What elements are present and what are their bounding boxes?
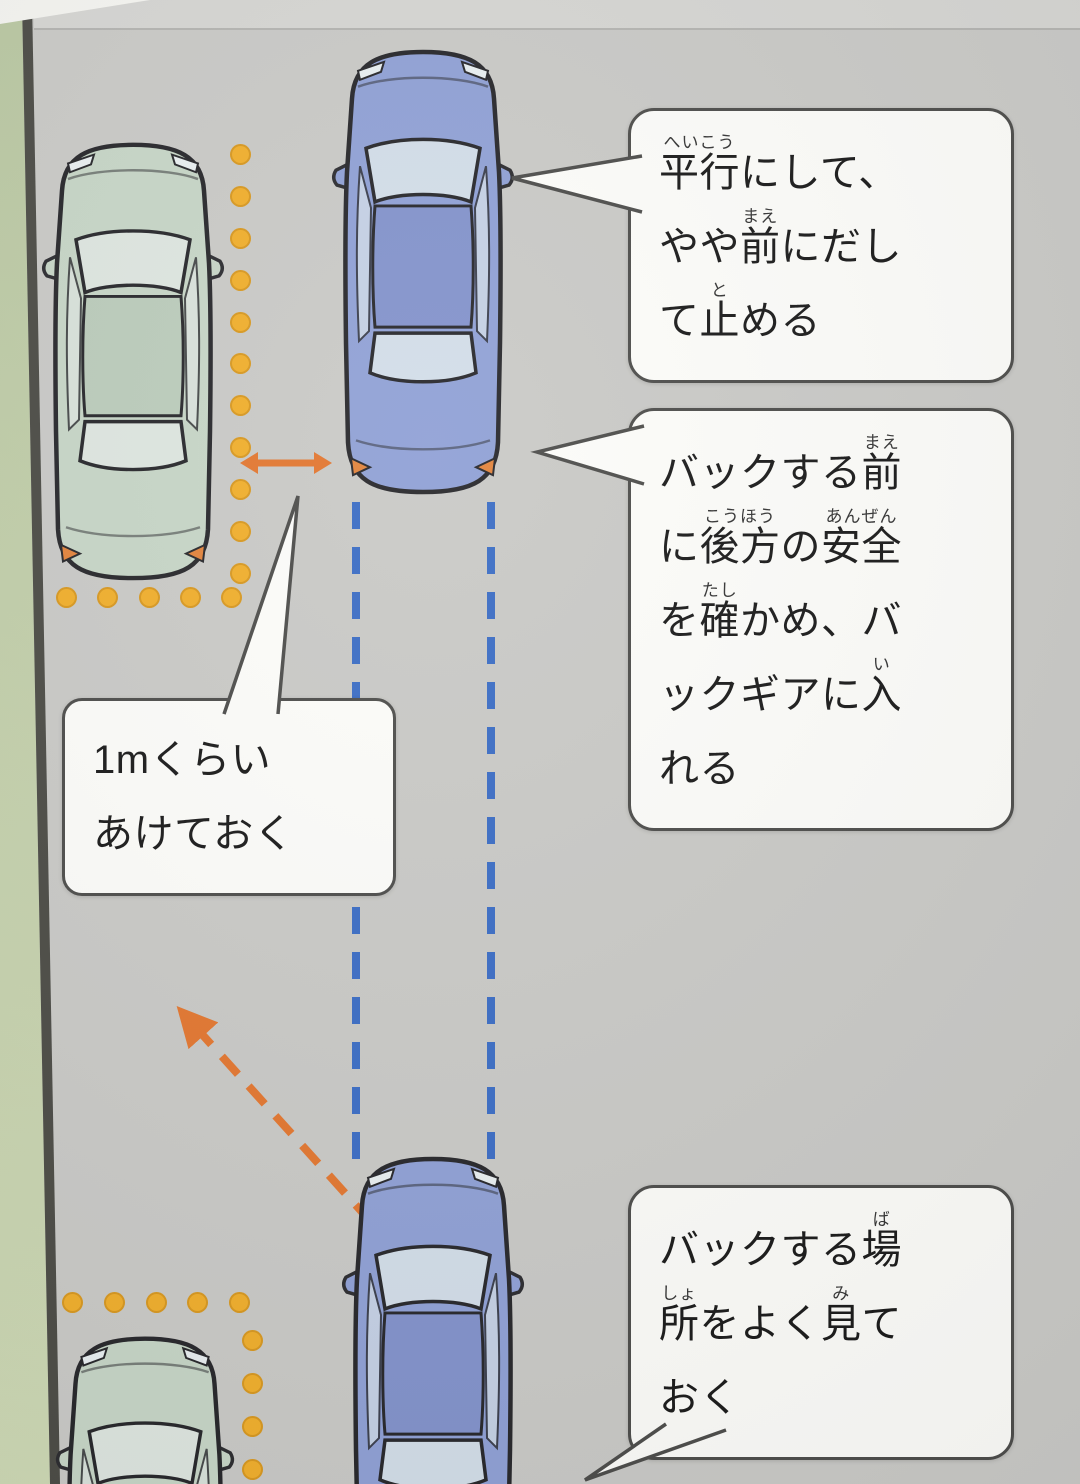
bubble-text: 1mくらいあけておく	[93, 738, 295, 856]
parked-car-green-top	[38, 138, 228, 583]
stopping-car-blue-top	[328, 45, 518, 497]
reversing-car-blue-bottom	[338, 1152, 528, 1484]
speech-bubble-tail	[511, 154, 643, 214]
speech-bubble-check-rear: バックする前まえに後方こうほうの安全あんぜんを確たしかめ、バックギアに入いれる	[628, 408, 1014, 831]
parking-marker-dot	[242, 1416, 263, 1437]
parking-markers-bottom-row	[56, 587, 242, 608]
parking-marker-dot	[230, 227, 251, 249]
parking-marker-dot	[230, 311, 251, 333]
parking-marker-dot	[230, 269, 251, 291]
gap-double-arrow	[240, 452, 332, 474]
parking-marker-dot	[242, 1373, 263, 1394]
parking-marker-dot	[230, 395, 251, 417]
car-top-view	[58, 1339, 233, 1484]
parking-markers-right-column	[230, 144, 251, 584]
parking-marker-dot	[103, 1292, 125, 1313]
parking-marker-dot	[187, 1292, 209, 1313]
bubble-text: 平行へいこうにして、やや前まえにだして止とめる	[659, 133, 902, 343]
parking-marker-dot	[97, 587, 119, 608]
parking-marker-dot	[230, 353, 251, 375]
parking-marker-dot	[230, 521, 251, 543]
parking-marker-dot	[229, 1292, 250, 1313]
speech-bubble-one-meter-gap: 1mくらいあけておく	[62, 698, 396, 896]
reverse-guide-line-right	[487, 502, 495, 1162]
page-top-band	[34, 0, 1080, 30]
parking-marker-dot	[230, 437, 251, 459]
bubble-text: バックする前まえに後方こうほうの安全あんぜんを確たしかめ、バックギアに入いれる	[659, 433, 902, 791]
parking-marker-dot	[221, 587, 242, 608]
speech-bubble-stop-parallel: 平行へいこうにして、やや前まえにだして止とめる	[628, 108, 1014, 383]
car-top-view	[44, 145, 223, 578]
speech-bubble-watch-spot: バックする場ば所しょをよく見みておく	[628, 1185, 1014, 1460]
car-top-view	[344, 1159, 523, 1484]
parking-marker-dot	[242, 1330, 263, 1351]
parking-marker-dot	[56, 587, 77, 608]
parking-marker-dot	[138, 587, 160, 608]
parking-marker-dot	[230, 479, 251, 501]
parking-marker-dot	[242, 1459, 263, 1480]
car-top-view	[334, 52, 513, 492]
parking-marker-dot	[230, 185, 251, 207]
parking-marker-dot	[145, 1292, 167, 1313]
parking-markers-bottom-space-column	[242, 1330, 263, 1480]
parking-marker-dot	[179, 587, 201, 608]
parking-marker-dot	[230, 144, 251, 165]
parking-marker-dot	[230, 562, 251, 584]
parking-markers-bottom-space-top-row	[62, 1292, 250, 1313]
bubble-text: バックする場ば所しょをよく見みておく	[659, 1210, 902, 1420]
parking-marker-dot	[62, 1292, 83, 1313]
parked-car-green-bottom	[52, 1332, 238, 1484]
